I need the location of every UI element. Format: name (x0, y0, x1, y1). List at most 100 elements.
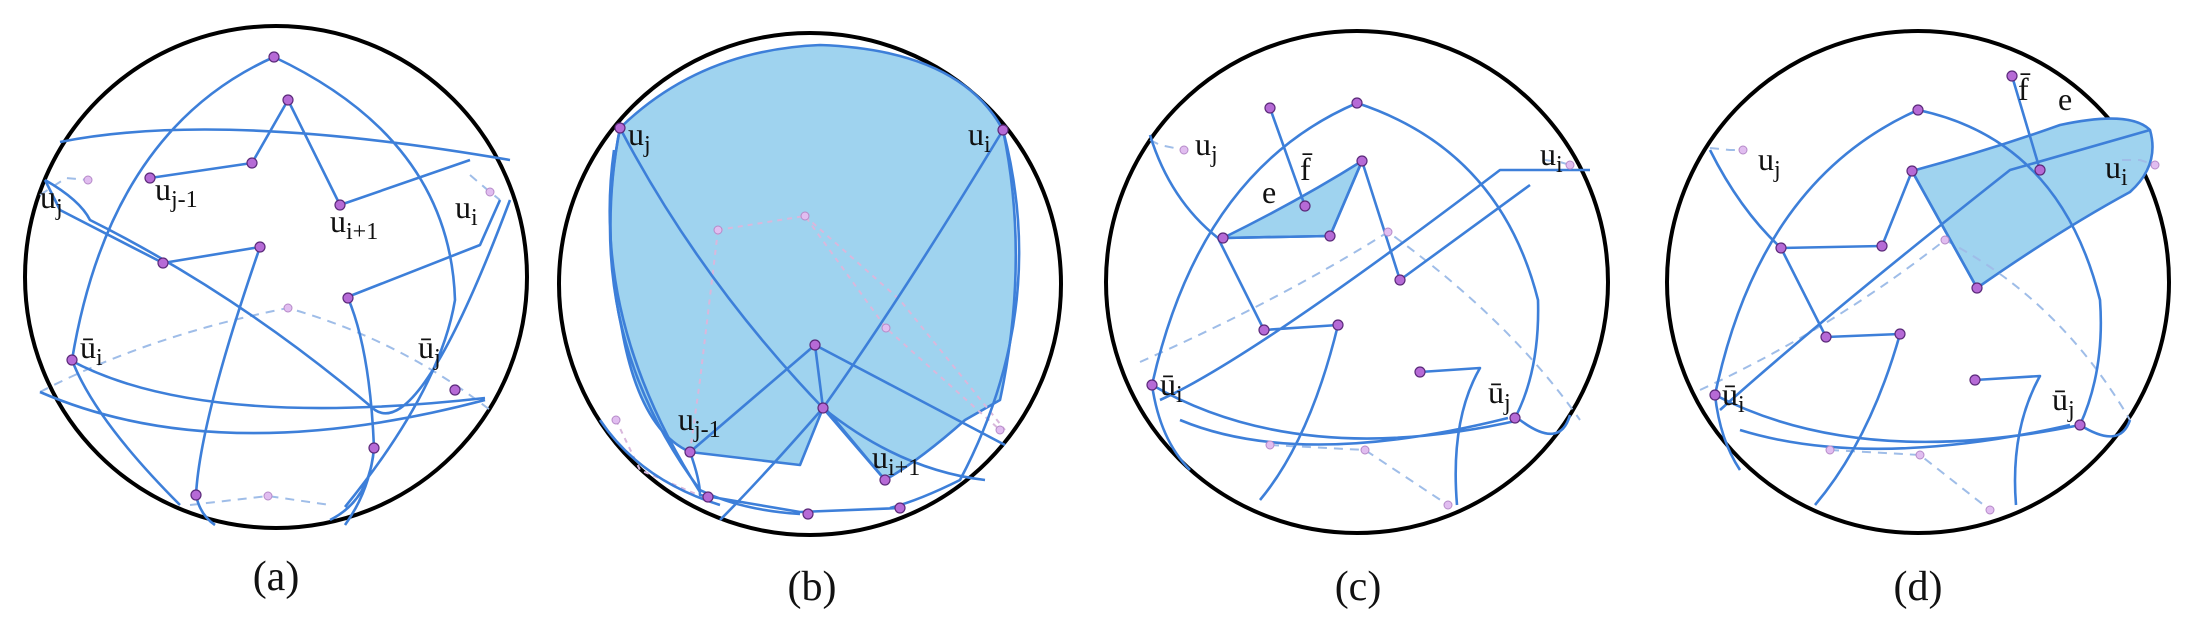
vertex-hidden (1265, 440, 1275, 450)
vertex (1775, 242, 1787, 254)
vertex (702, 491, 714, 503)
vertex-hidden (1383, 227, 1393, 237)
vertex (449, 384, 461, 396)
vertex (1356, 155, 1368, 167)
vertex (1258, 324, 1270, 336)
label-ui+1: ui+1 (872, 439, 920, 481)
label-e: e (1262, 174, 1276, 210)
sphere-outline-c (1104, 29, 1610, 535)
vertex-hidden (1443, 500, 1453, 510)
shaded-face-b (609, 43, 1018, 482)
vertex (1971, 282, 1983, 294)
label-uj: uj (628, 116, 651, 158)
vertex (879, 474, 891, 486)
vertex-hidden (263, 491, 273, 501)
panel-a: uj uj-1 ui+1 ui ūi ūj (a) (23, 24, 529, 600)
vertex-hidden (1915, 450, 1925, 460)
vertex (1820, 331, 1832, 343)
vertex (2034, 164, 2046, 176)
caption-c: (c) (1335, 564, 1382, 610)
panel-d: uj ui e f̄ ūi ūj (d) (1665, 29, 2171, 610)
vertex (809, 339, 821, 351)
vertex (894, 502, 906, 514)
vertex-hidden (1565, 160, 1575, 170)
vertices-c (1146, 97, 1575, 510)
label-uj: uj (1758, 141, 1781, 183)
vertex (997, 124, 1009, 136)
label-ubar-j: ūj (2052, 381, 2075, 423)
label-fbar: f̄ (2018, 71, 2030, 107)
vertex-hidden (881, 323, 891, 333)
label-uj-1: uj-1 (678, 401, 721, 443)
vertex (2074, 419, 2086, 431)
vertex-hidden (2150, 160, 2160, 170)
vertex (1509, 412, 1521, 424)
vertex-hidden (713, 225, 723, 235)
label-e: e (2058, 81, 2072, 117)
vertex (66, 354, 78, 366)
vertices-b (611, 122, 1009, 520)
label-ui: ui (1540, 136, 1563, 178)
panel-b: uj ui uj-1 ui+1 (b) (557, 31, 1063, 610)
vertex (1324, 230, 1336, 242)
vertex (334, 199, 346, 211)
vertex (1709, 389, 1721, 401)
caption-d: (d) (1894, 564, 1943, 610)
vertex-hidden (1738, 145, 1748, 155)
vertex (2006, 70, 2018, 82)
label-ubar-i: ūi (1722, 376, 1745, 418)
vertex (268, 51, 280, 63)
vertex (614, 122, 626, 134)
vertex (817, 402, 829, 414)
vertex (1332, 319, 1344, 331)
label-fbar: f̄ (1300, 151, 1312, 187)
vertex (368, 442, 380, 454)
vertex (1906, 165, 1918, 177)
vertex (1351, 97, 1363, 109)
label-ubar-j: ūj (418, 329, 441, 371)
vertex (144, 172, 156, 184)
caption-b: (b) (788, 564, 837, 610)
visible-edges-a (39, 55, 512, 527)
vertices-d (1709, 70, 2160, 515)
vertex (254, 241, 266, 253)
vertex (282, 94, 294, 106)
vertex-hidden (283, 303, 293, 313)
label-ui: ui (968, 116, 991, 158)
vertex (1299, 200, 1311, 212)
sphere-outline-b (557, 31, 1063, 537)
vertex (1876, 240, 1888, 252)
vertex-hidden (83, 175, 93, 185)
vertices-a (66, 51, 495, 501)
vertex-hidden (1825, 445, 1835, 455)
vertex-hidden (1179, 145, 1189, 155)
label-uj-1: uj-1 (155, 171, 198, 213)
label-ubar-i: ūi (80, 329, 103, 371)
sphere-outline-a (23, 24, 529, 530)
vertex-hidden (611, 415, 621, 425)
vertex-hidden (1360, 445, 1370, 455)
vertex (1969, 374, 1981, 386)
label-uj: uj (40, 179, 63, 221)
vertex-hidden (485, 187, 495, 197)
label-ubar-j: ūj (1488, 374, 1511, 416)
vertex (1217, 232, 1229, 244)
vertex (1264, 102, 1276, 114)
vertex-hidden (800, 211, 810, 221)
vertex-hidden (995, 425, 1005, 435)
visible-edges-c (1148, 101, 1590, 506)
label-uj: uj (1195, 126, 1218, 168)
vertex-hidden (1985, 505, 1995, 515)
label-ui: ui (455, 189, 478, 231)
vertex (1912, 104, 1924, 116)
caption-a: (a) (253, 554, 300, 600)
label-ui+1: ui+1 (330, 203, 378, 245)
vertex (1394, 274, 1406, 286)
vertex (1146, 379, 1158, 391)
vertex (342, 292, 354, 304)
vertex (1414, 366, 1426, 378)
vertex (1894, 328, 1906, 340)
vertex (190, 489, 202, 501)
panel-c: uj ui e f̄ ūi ūj (c) (1104, 29, 1610, 610)
